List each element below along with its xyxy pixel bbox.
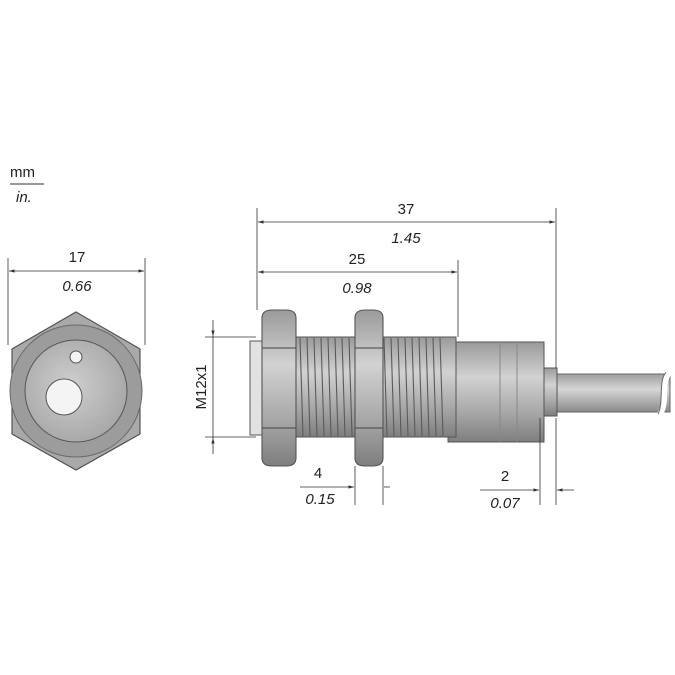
thread-lines: [299, 337, 444, 437]
units-legend: mm in.: [10, 164, 44, 206]
rear-nut: [354, 309, 384, 467]
overall-length-mm: 37: [398, 201, 415, 218]
unit-mm: mm: [10, 164, 35, 181]
thread-size-label: M12x1: [193, 364, 210, 409]
front-view: 17 0.66: [7, 249, 146, 471]
cable-gland-mm: 2: [501, 468, 509, 485]
overall-length-in: 1.45: [391, 230, 421, 247]
thread-length-mm: 25: [349, 251, 366, 268]
side-view: 37 1.45 25 0.98 M12x1 4 0.15 2 0.07: [193, 201, 673, 512]
front-nut: [261, 309, 297, 467]
across-flats-mm: 17: [69, 249, 86, 266]
nut-thickness-mm: 4: [314, 465, 322, 482]
thread-length-in: 0.98: [342, 280, 372, 297]
led-indicator: [69, 350, 83, 364]
rear-housing: [447, 341, 545, 443]
across-flats-in: 0.66: [62, 278, 92, 295]
sensing-lens: [45, 378, 83, 416]
cable: [552, 373, 671, 413]
nut-thickness-in: 0.15: [305, 491, 335, 508]
cable-gland-in: 0.07: [490, 495, 520, 512]
unit-in: in.: [16, 189, 32, 206]
